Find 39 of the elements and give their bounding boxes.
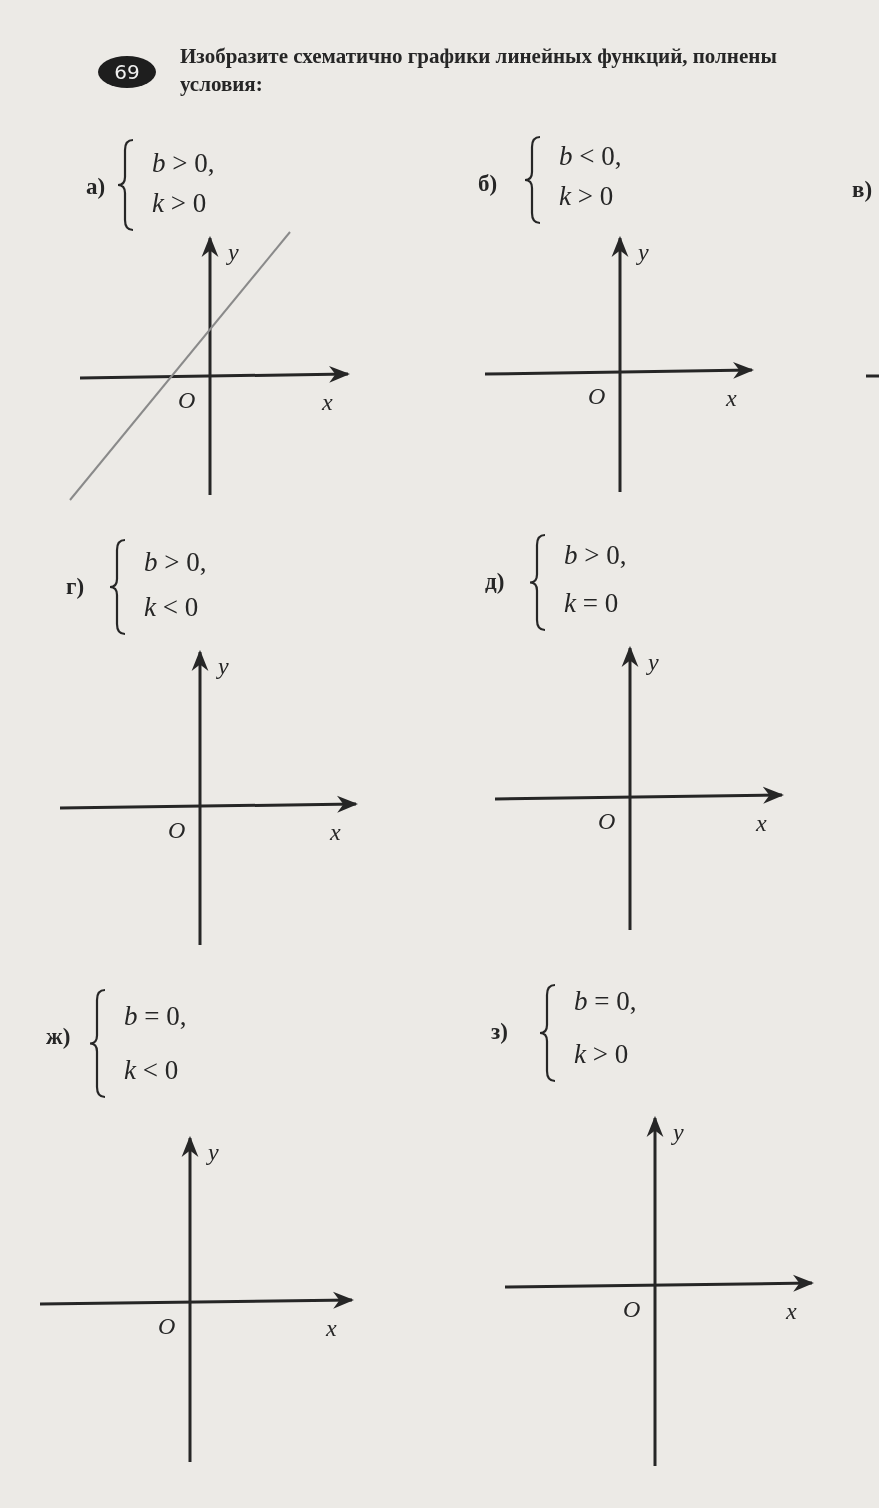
axis-label: x: [726, 386, 737, 410]
condition-text: k < 0: [144, 594, 199, 621]
item-letter: з): [491, 1020, 508, 1043]
axis-label: x: [326, 1316, 337, 1340]
origin-label: O: [168, 818, 186, 842]
item-letter: г): [66, 575, 85, 598]
origin-label: O: [598, 809, 616, 833]
axis-label: x: [322, 390, 333, 414]
condition-text: b = 0,: [124, 1003, 187, 1030]
origin-label: O: [588, 384, 606, 408]
item-letter: д): [485, 570, 505, 593]
condition-text: b > 0,: [152, 150, 215, 177]
origin-label: O: [623, 1297, 641, 1321]
axis-label: x: [330, 820, 341, 844]
condition-text: b < 0,: [559, 143, 622, 170]
origin-label: O: [178, 388, 196, 412]
axis-label: y: [218, 654, 229, 678]
condition-text: k > 0: [559, 183, 614, 210]
condition-text: k = 0: [564, 590, 619, 617]
axis-label: y: [648, 650, 659, 674]
item-letter: б): [478, 172, 498, 195]
axis-label: x: [786, 1299, 797, 1323]
condition-text: k > 0: [152, 190, 207, 217]
axis-label: y: [673, 1120, 684, 1144]
condition-text: b > 0,: [144, 549, 207, 576]
item-letter: в): [852, 178, 873, 201]
item-letter: а): [86, 175, 106, 198]
axis-label: y: [208, 1140, 219, 1164]
condition-text: k < 0: [124, 1057, 179, 1084]
task-heading: Изобразите схематично графики линейных функций, полнены условия:: [180, 43, 778, 99]
axis-label: y: [228, 240, 239, 264]
origin-label: O: [158, 1314, 176, 1338]
exercise-number: 69: [98, 56, 156, 88]
item-letter: ж): [46, 1025, 71, 1048]
condition-text: k > 0: [574, 1041, 629, 1068]
condition-text: b = 0,: [574, 988, 637, 1015]
axis-label: x: [756, 811, 767, 835]
condition-text: b > 0,: [564, 542, 627, 569]
axis-label: y: [638, 240, 649, 264]
